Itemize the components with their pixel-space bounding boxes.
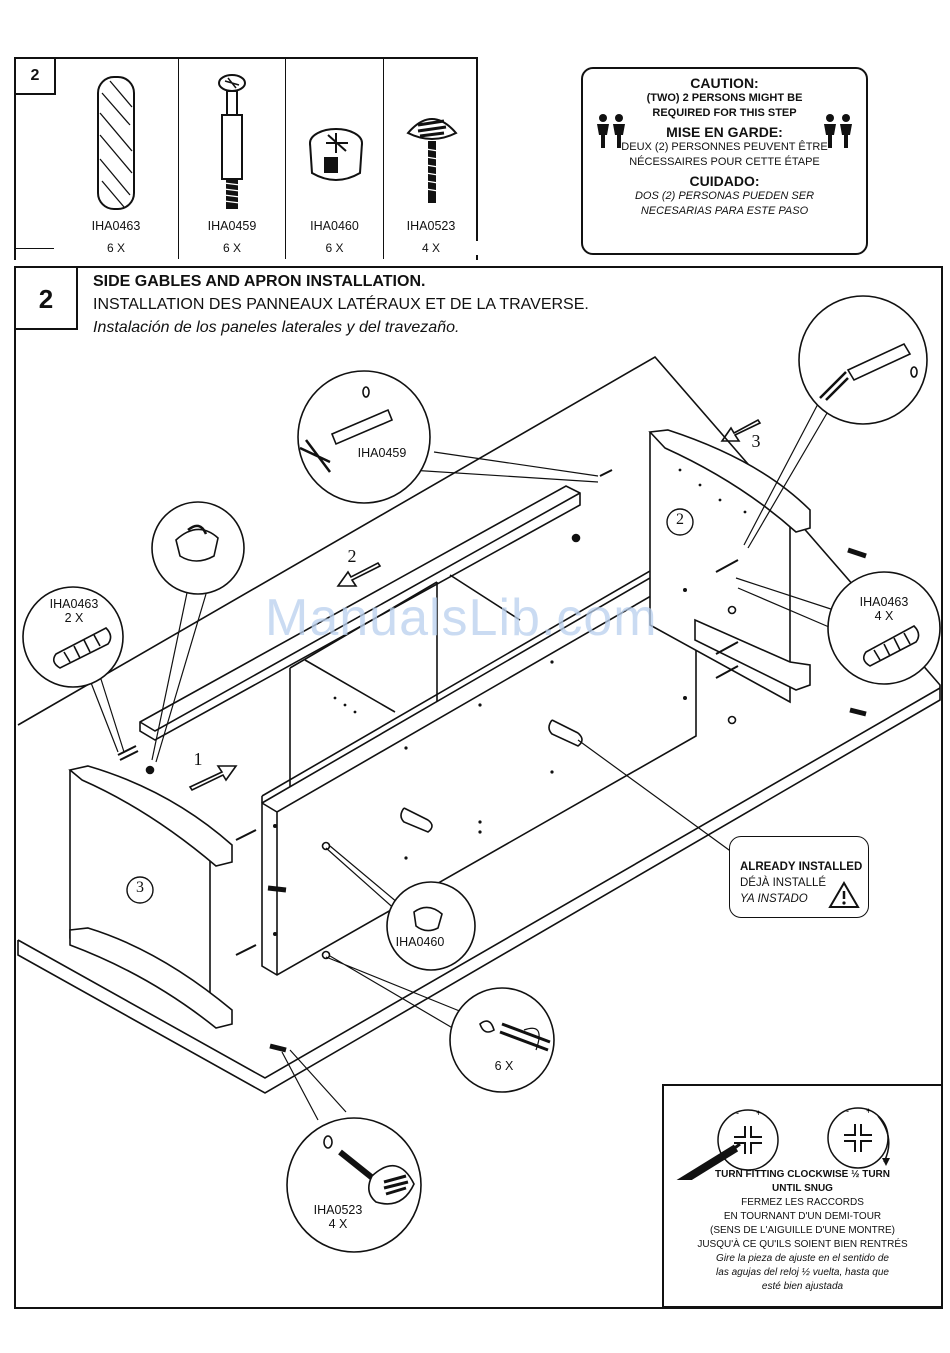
caution-en-title: CAUTION: bbox=[690, 75, 759, 91]
bolt-icon bbox=[406, 118, 458, 203]
callout-cam-bolt: IHA0459 bbox=[357, 446, 407, 460]
turn-es1: Gire la pieza de ajuste en el sentido de bbox=[716, 1253, 889, 1264]
callout-dowel-left: IHA0463 2 X bbox=[42, 597, 106, 625]
part-qty: 6 X bbox=[179, 241, 285, 255]
step-number-badge: 2 bbox=[14, 266, 78, 330]
callout-dowel-left-qty: 2 X bbox=[64, 611, 84, 625]
arrow-step-3: 3 bbox=[751, 431, 761, 451]
caution-fr-line2: NÉCESSAIRES POUR CETTE ÉTAPE bbox=[629, 156, 820, 168]
two-persons-icon bbox=[597, 114, 625, 148]
turn-fr3: (SENS DE L'AIGUILLE D'UNE MONTRE) bbox=[710, 1225, 895, 1236]
callout-bolt-qty: 4 X bbox=[328, 1217, 348, 1231]
step-title-es: Instalación de los paneles laterales y d… bbox=[93, 319, 460, 336]
already-installed-box: ALREADY INSTALLED DÉJÀ INSTALLÉ YA INSTA… bbox=[729, 836, 869, 918]
turn-en2: UNTIL SNUG bbox=[772, 1183, 833, 1194]
part-cam-lock: IHA0460 6 X bbox=[286, 59, 383, 259]
part-cam-bolt: IHA0459 6 X bbox=[179, 59, 285, 259]
part-qty: 6 X bbox=[54, 241, 178, 255]
caution-es-title: CUIDADO: bbox=[689, 173, 760, 189]
warning-icon bbox=[828, 881, 860, 908]
callout-dowel-left-code: IHA0463 bbox=[49, 597, 99, 611]
turn-fitting-note: - + - + TURN FITTING CLOCKWISE ½ TURN UN… bbox=[662, 1084, 943, 1308]
parts-table: 2 IHA0463 6 X IHA0459 6 X bbox=[14, 57, 478, 260]
part-bolt: IHA0523 4 X bbox=[384, 59, 478, 259]
caution-en-line1: (TWO) 2 PERSONS MIGHT BE bbox=[646, 92, 803, 104]
panel-number-3: 3 bbox=[136, 879, 144, 896]
installed-en: ALREADY INSTALLED bbox=[740, 861, 863, 873]
svg-text:-: - bbox=[736, 1108, 739, 1118]
part-code: IHA0463 bbox=[91, 219, 141, 233]
step-title-fr: INSTALLATION DES PANNEAUX LATÉRAUX ET DE… bbox=[93, 296, 589, 313]
part-code: IHA0459 bbox=[207, 219, 257, 233]
turn-es3: esté bien ajustada bbox=[761, 1281, 844, 1292]
callout-bolt-code: IHA0523 bbox=[313, 1203, 363, 1217]
part-qty: 4 X bbox=[384, 241, 478, 255]
caution-es-line1: DOS (2) PERSONAS PUEDEN SER bbox=[634, 190, 815, 202]
part-code: IHA0523 bbox=[406, 219, 456, 233]
step-titles: SIDE GABLES AND APRON INSTALLATION. INST… bbox=[93, 270, 589, 339]
turn-en1: TURN FITTING CLOCKWISE ½ TURN bbox=[715, 1169, 890, 1180]
part-qty: 6 X bbox=[286, 241, 383, 255]
callout-dowel-right-qty: 4 X bbox=[874, 609, 894, 623]
panel-number-2: 2 bbox=[676, 511, 684, 528]
screwdriver-cam-icon: - + - + bbox=[676, 1106, 890, 1180]
part-code: IHA0460 bbox=[310, 219, 359, 233]
parts-step-badge: 2 bbox=[16, 59, 56, 95]
part-dowel: IHA0463 6 X bbox=[54, 59, 178, 259]
turn-fr1: FERMEZ LES RACCORDS bbox=[741, 1197, 864, 1208]
step-number: 2 bbox=[38, 284, 54, 314]
turn-fr4: JUSQU'À CE QU'ILS SOIENT BIEN RENTRÉS bbox=[697, 1239, 908, 1250]
caution-es-line2: NECESARIAS PARA ESTE PASO bbox=[640, 205, 809, 217]
callout-cam-lock: IHA0460 bbox=[395, 935, 445, 949]
installed-es: YA INSTADO bbox=[740, 893, 808, 905]
cam-lock-icon bbox=[309, 128, 363, 181]
caution-fr-line1: DEUX (2) PERSONNES PEUVENT ÊTRE bbox=[621, 141, 828, 153]
turn-fr2: EN TOURNANT D'UN DEMI-TOUR bbox=[723, 1211, 882, 1222]
turn-es2: las agujas del reloj ½ vuelta, hasta que bbox=[716, 1267, 889, 1278]
installed-fr: DÉJÀ INSTALLÉ bbox=[740, 877, 827, 889]
callout-dowel-right-code: IHA0463 bbox=[859, 595, 909, 609]
svg-text:-: - bbox=[846, 1106, 849, 1116]
svg-text:+: + bbox=[756, 1108, 761, 1118]
arrow-step-1: 1 bbox=[193, 749, 203, 769]
caution-en-line2: REQUIRED FOR THIS STEP bbox=[652, 107, 797, 119]
dowel-icon bbox=[97, 76, 135, 210]
cam-bolt-icon bbox=[218, 74, 246, 209]
callout-bolt: IHA0523 4 X bbox=[306, 1203, 370, 1231]
callout-screw-qty: 6 X bbox=[494, 1059, 514, 1073]
step-title-en: SIDE GABLES AND APRON INSTALLATION. bbox=[93, 273, 426, 290]
two-persons-icon bbox=[824, 114, 852, 148]
watermark: ManualsLib.com bbox=[265, 589, 658, 647]
svg-text:+: + bbox=[866, 1106, 871, 1116]
caution-fr-title: MISE EN GARDE: bbox=[666, 124, 783, 140]
callout-dowel-right: IHA0463 4 X bbox=[852, 595, 916, 623]
caution-box: CAUTION: (TWO) 2 PERSONS MIGHT BE REQUIR… bbox=[581, 67, 868, 255]
parts-step-number: 2 bbox=[30, 67, 40, 84]
arrow-step-2: 2 bbox=[347, 546, 357, 566]
